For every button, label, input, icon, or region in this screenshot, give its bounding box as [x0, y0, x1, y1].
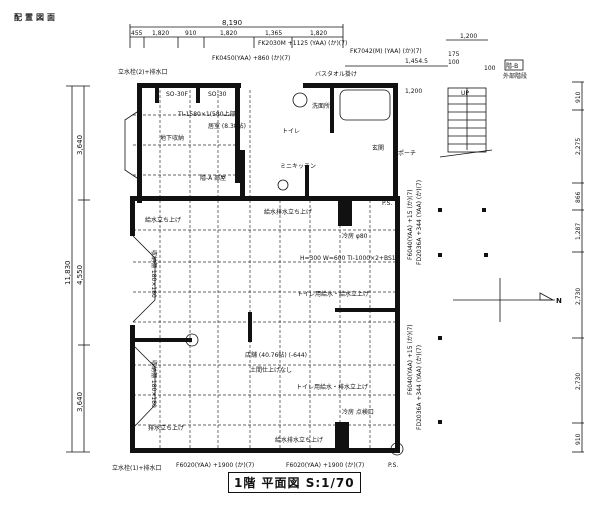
- label-ps2: P.S.: [388, 462, 398, 469]
- label-beam: H=300 W=600 TI-1000×2+BS16: [300, 255, 400, 262]
- label-wash: 洗面所: [312, 102, 330, 110]
- label-win-bottom1: F6020(YAA) +1900 (か)(7): [176, 462, 254, 469]
- dim-right-2: 866: [575, 191, 582, 203]
- dim-left-0: 3,640: [76, 135, 84, 155]
- label-ac2: 冷房 点検口: [342, 408, 374, 416]
- dim-right-5: 2,730: [575, 373, 582, 390]
- bay-window-lower: [132, 344, 156, 429]
- label-win-right2: F6040(YAA) +15 (か)(7): [407, 324, 414, 395]
- left-dimensions: 11,830 3,640 4,550 3,640: [64, 85, 90, 453]
- dim-right-6: 910: [575, 433, 582, 445]
- label-win-bottom2: F6020(YAA) +1900 (か)(7): [286, 462, 364, 469]
- column: [185, 333, 199, 347]
- dim-right-0: 910: [575, 91, 582, 103]
- label-living: 居室 (8.38帖): [208, 122, 246, 130]
- dim-left-total: 11,830: [64, 261, 72, 286]
- label-porch: ポーチ: [398, 149, 416, 157]
- stair-name: 外部階段: [503, 72, 527, 80]
- stair-up: UP: [461, 90, 469, 97]
- dim-top-4: 1,365: [265, 30, 282, 37]
- stair-dim-0: 1,200: [460, 33, 477, 40]
- dim-top-3: 1,820: [220, 30, 237, 37]
- label-entrance: 玄関: [372, 144, 384, 152]
- column: [390, 442, 404, 456]
- label-ceiling: TI-1580×1(580上部): [177, 110, 238, 118]
- label-no-floor: 土間仕上げなし: [250, 366, 292, 374]
- room-labels: 立水栓(2)+排水口 立水栓(1)+排水口 FK0450(YAA) +860 (…: [112, 40, 423, 472]
- stair-dim-2: 100: [448, 59, 460, 66]
- toilet-fixture: [277, 179, 289, 191]
- stair-tag: 階-B: [506, 62, 518, 70]
- label-standpipe-top: 立水栓(2)+排水口: [118, 68, 168, 76]
- drawing-title: 1階 平面図 S:1/70: [228, 472, 361, 493]
- north-arrow: N: [453, 278, 562, 322]
- label-water-up3: 排水立ち上げ: [148, 424, 184, 432]
- dim-top-2: 910: [185, 30, 197, 37]
- stair-dim-3: 100: [484, 65, 496, 72]
- label-kitchen: ミニキッチン: [280, 163, 316, 170]
- label-standpipe-bottom: 立水栓(1)+排水口: [112, 464, 162, 472]
- label-closet2: SO-30: [208, 91, 227, 98]
- dim-right-4: 2,730: [575, 288, 582, 305]
- stair-dim-4: 1,454.5: [405, 58, 428, 65]
- dim-top-0: 455: [131, 30, 143, 37]
- stair-dim-5: 1,200: [405, 88, 422, 95]
- label-water-up2: 給水排水立ち上げ: [264, 208, 312, 216]
- label-door-right2: FD2036A +344 (YAA) (か)(7): [416, 345, 423, 430]
- bathtub: [339, 89, 391, 121]
- label-ac1: 冷房 φ80: [342, 232, 368, 240]
- label-win-top2: FK2030M +1125 (YAA) (か)(7): [258, 40, 347, 47]
- dim-right-3: 1,287: [575, 223, 582, 240]
- dim-top-1: 1,820: [152, 30, 169, 37]
- label-bath-fixture: バスタオル掛け: [315, 70, 357, 78]
- grid-lines: [133, 90, 398, 450]
- dim-right-1: 2,275: [575, 138, 582, 155]
- label-win-top3: FK7042(M) (YAA) (か)(7): [350, 48, 422, 55]
- stair-dim-1: 175: [448, 51, 460, 58]
- dim-top-5: 1,820: [310, 30, 327, 37]
- label-water-up4: 給水排水立ち上げ: [275, 436, 323, 444]
- external-stairs: 1,200 175 100 100 1,454.5 1,200 階-B 外部階段…: [345, 33, 527, 158]
- right-dimensions: 910 2,275 866 1,287 2,730 2,730 910: [572, 81, 584, 453]
- washbasin: [292, 92, 308, 108]
- corner-label: 配置図面: [14, 13, 58, 22]
- dim-left-2: 3,640: [76, 392, 84, 412]
- north-label: N: [556, 297, 562, 305]
- label-door-right1: FD2036A +344 (YAA) (か)(7): [416, 180, 423, 265]
- label-water-up1: 給水立ち上げ: [145, 216, 181, 224]
- label-drain2: トイレ用給水・排水立上げ: [296, 383, 368, 391]
- label-toilet: トイレ: [282, 128, 300, 135]
- label-storage-left2: 収納棚 180×180: [150, 360, 158, 408]
- label-shop: 店舗 (40.76帖) (-644): [245, 351, 307, 359]
- label-win-right1: F6040(YAA) +15 (か)(7): [407, 189, 414, 260]
- dim-top-total: 8,190: [222, 19, 242, 27]
- bay-window-living: [124, 111, 138, 179]
- label-underfloor: 地下収納: [160, 134, 184, 142]
- label-ps1: P.S.: [382, 200, 392, 207]
- bay-window-upper: [132, 235, 156, 323]
- label-drain1: トイレ用給水・給水立上げ: [297, 290, 369, 298]
- label-win-top1: FK0450(YAA) +860 (か)(7): [212, 55, 290, 62]
- top-dimensions: 8,190 455 1,820 910 1,820 1,365 1,820: [129, 19, 344, 48]
- label-storage: 階-A 部屋: [200, 174, 226, 182]
- label-storage-left1: 収納棚 180×180: [150, 250, 158, 298]
- label-closet1: SO-30F: [166, 91, 188, 98]
- dim-left-1: 4,550: [76, 265, 84, 285]
- walls: [130, 83, 400, 453]
